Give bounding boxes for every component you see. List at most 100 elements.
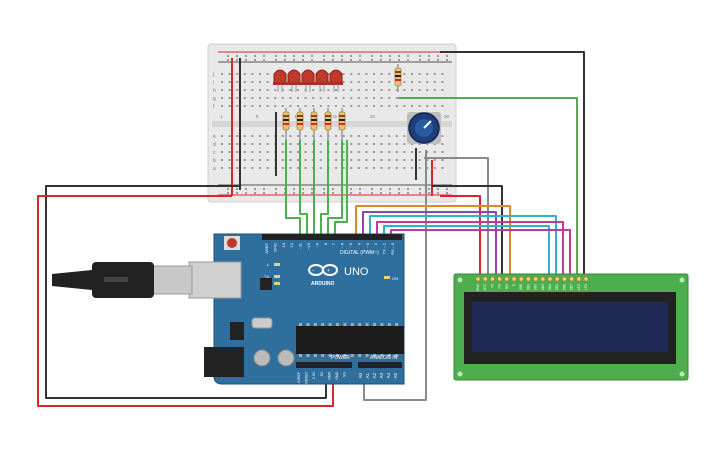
power-label: POWER [331, 355, 350, 361]
breadboard-hole [302, 55, 304, 57]
breadboard-hole [221, 89, 223, 91]
lcd-pin-label: DB3 [541, 284, 545, 290]
breadboard-row-letters-bottom: e d c b a [213, 134, 216, 172]
breadboard-hole [380, 192, 382, 194]
lcd-pin[interactable] [532, 276, 539, 282]
wire-cyan-2 [383, 225, 550, 278]
breadboard-hole [433, 159, 436, 161]
breadboard-hole [357, 97, 360, 99]
wire-black [440, 51, 585, 278]
breadboard-hole [263, 55, 265, 57]
power-pin-label: IOREF [297, 372, 301, 383]
lcd-pin[interactable] [540, 276, 546, 282]
lcd-pin[interactable] [576, 276, 582, 282]
breadboard-row-letters-top: j i h g f [212, 72, 216, 110]
lcd-pin[interactable] [511, 276, 517, 282]
resistor[interactable] [282, 108, 290, 142]
breadboard-hole [373, 89, 375, 91]
breadboard-hole [304, 105, 307, 107]
lcd-pin-label: E [512, 284, 516, 286]
red-led[interactable] [287, 69, 301, 92]
resistor[interactable] [324, 108, 332, 142]
breadboard-hole [437, 59, 439, 61]
breadboard-hole [446, 188, 448, 190]
breadboard-hole [350, 159, 353, 161]
lcd-pin[interactable] [489, 276, 496, 282]
lcd-pin-label: RS [498, 284, 502, 288]
breadboard-hole [342, 97, 345, 99]
breadboard-hole [428, 192, 430, 194]
row-letter: d [213, 142, 216, 148]
potentiometer[interactable] [407, 112, 441, 144]
breadboard-hole [302, 188, 304, 190]
breadboard-hole [380, 159, 383, 161]
breadboard-hole [254, 192, 256, 194]
digital-pin-label: ~3 [365, 242, 370, 247]
lcd-pin[interactable] [554, 276, 560, 282]
lcd-pin[interactable] [518, 276, 524, 282]
breadboard-hole [441, 89, 444, 91]
breadboard-hole [342, 143, 345, 145]
svg-text:+: + [327, 268, 330, 274]
lcd-pin[interactable] [504, 276, 510, 282]
breadboard-hole [259, 143, 261, 145]
breadboard-hole [323, 188, 325, 190]
breadboard-hole [350, 135, 353, 137]
lcd-pin[interactable] [496, 276, 503, 282]
breadboard-hole [359, 55, 361, 57]
lcd-pin[interactable] [568, 276, 575, 282]
breadboard-hole [297, 135, 299, 137]
lcd-pin[interactable] [475, 276, 481, 282]
red-led[interactable] [273, 69, 287, 92]
digital-pin-label: 4 [356, 242, 361, 245]
breadboard-hole [418, 151, 421, 153]
breadboard-hole [365, 97, 368, 99]
breadboard-hole [251, 97, 254, 99]
breadboard-hole [284, 59, 286, 61]
breadboard-hole [228, 97, 231, 99]
red-led[interactable] [301, 69, 315, 92]
resistor[interactable] [296, 108, 304, 142]
breadboard-hole [380, 188, 382, 190]
breadboard-hole [236, 97, 239, 99]
digital-pin-label: ~10 [306, 242, 311, 250]
breadboard-hole [419, 188, 421, 190]
model-label: UNO [344, 266, 369, 278]
red-led[interactable] [329, 69, 343, 92]
col-number: 1 [220, 114, 223, 119]
breadboard-hole [371, 59, 373, 61]
analog-pin-label: A0 [358, 373, 363, 379]
reset-button[interactable] [224, 236, 240, 250]
lcd-pin[interactable] [547, 276, 553, 282]
breadboard-hole [254, 59, 256, 61]
lcd-pin[interactable] [482, 276, 488, 282]
breadboard-hole [221, 135, 223, 137]
breadboard-hole [411, 73, 413, 75]
breadboard-hole [441, 105, 444, 107]
lcd-pin[interactable] [525, 276, 532, 282]
resistor[interactable] [338, 108, 346, 142]
lcd-pin-label: DB7 [570, 284, 574, 290]
wire-red-lcd [440, 195, 481, 278]
breadboard-hole [221, 73, 223, 75]
breadboard-hole [398, 59, 400, 61]
breadboard-hole [357, 159, 360, 161]
breadboard-hole [259, 73, 261, 75]
resistor[interactable] [310, 108, 318, 142]
breadboard-hole [403, 73, 406, 75]
lcd-pin[interactable] [561, 276, 568, 282]
breadboard-hole [371, 188, 373, 190]
breadboard-hole [411, 105, 413, 107]
red-led[interactable] [315, 69, 329, 92]
breadboard-hole [304, 167, 307, 169]
breadboard-hole [426, 73, 429, 75]
resistor[interactable] [394, 64, 402, 92]
breadboard-hole [266, 167, 269, 169]
lcd-pin[interactable] [583, 276, 589, 282]
digital-pin-label: ~5 [348, 242, 353, 247]
breadboard-hole [319, 89, 322, 91]
breadboard-hole [335, 151, 337, 153]
digital-pin-label: 7 [331, 242, 336, 245]
